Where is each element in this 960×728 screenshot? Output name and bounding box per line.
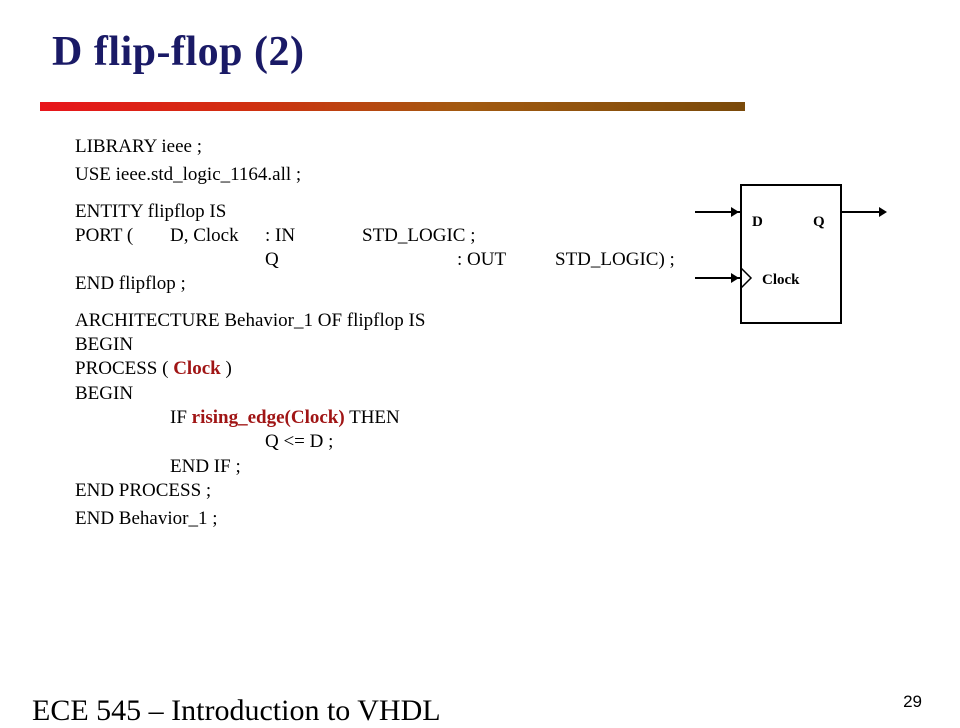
d-input-arrow xyxy=(731,207,739,217)
code-line: Q <= D ; xyxy=(75,430,425,454)
flipflop-box xyxy=(740,184,842,324)
slide-title: D flip-flop (2) xyxy=(52,29,305,75)
code-highlight: rising_edge(Clock) xyxy=(191,406,345,428)
clock-pin-label: Clock xyxy=(762,272,800,288)
code-token: END IF ; xyxy=(170,455,241,477)
code-line: BEGIN xyxy=(75,382,134,404)
q-output-arrow xyxy=(879,207,887,217)
code-line: END Behavior_1 ; xyxy=(75,508,218,530)
code-token: PROCESS ( xyxy=(75,358,174,380)
code-line-port: Q : OUT STD_LOGIC) ; xyxy=(75,248,675,272)
d-pin-label: D xyxy=(752,214,763,230)
code-token: : IN xyxy=(265,224,296,246)
code-token: ) xyxy=(220,358,232,380)
code-token: STD_LOGIC ; xyxy=(362,224,476,246)
code-token: Q xyxy=(265,249,279,271)
code-token: STD_LOGIC) ; xyxy=(555,249,675,271)
vhdl-code-block: LIBRARY ieee ; USE ieee.std_logic_1164.a… xyxy=(75,135,675,531)
code-line-port: PORT ( D, Clock : IN STD_LOGIC ; xyxy=(75,224,475,248)
page-number: 29 xyxy=(903,692,922,711)
flipflop-diagram: D Q Clock xyxy=(695,184,887,324)
code-line: ENTITY flipflop IS xyxy=(75,200,227,222)
code-line: ARCHITECTURE Behavior_1 OF flipflop IS xyxy=(75,309,426,331)
code-line: BEGIN xyxy=(75,334,134,356)
code-line: LIBRARY ieee ; xyxy=(75,136,202,157)
code-line: END PROCESS ; xyxy=(75,479,212,501)
code-highlight: Clock xyxy=(173,358,221,380)
code-line: END flipflop ; xyxy=(75,273,186,295)
q-pin-label: Q xyxy=(813,214,825,230)
code-token: THEN xyxy=(344,406,400,428)
title-underline-bar xyxy=(40,102,745,111)
code-line: PROCESS ( Clock ) xyxy=(75,357,425,381)
code-token: IF xyxy=(170,406,192,428)
code-token: Q <= D ; xyxy=(265,431,334,453)
code-token: D, Clock xyxy=(170,224,239,246)
code-token: : OUT xyxy=(457,249,507,271)
code-line: END IF ; xyxy=(75,455,425,479)
footer-course-title: ECE 545 – Introduction to VHDL xyxy=(32,694,441,727)
clock-input-arrow xyxy=(731,273,739,283)
clock-edge-triangle xyxy=(740,267,753,289)
code-line: IF rising_edge(Clock) THEN xyxy=(75,406,425,430)
code-line: USE ieee.std_logic_1164.all ; xyxy=(75,164,302,186)
code-token: PORT ( xyxy=(75,224,134,246)
